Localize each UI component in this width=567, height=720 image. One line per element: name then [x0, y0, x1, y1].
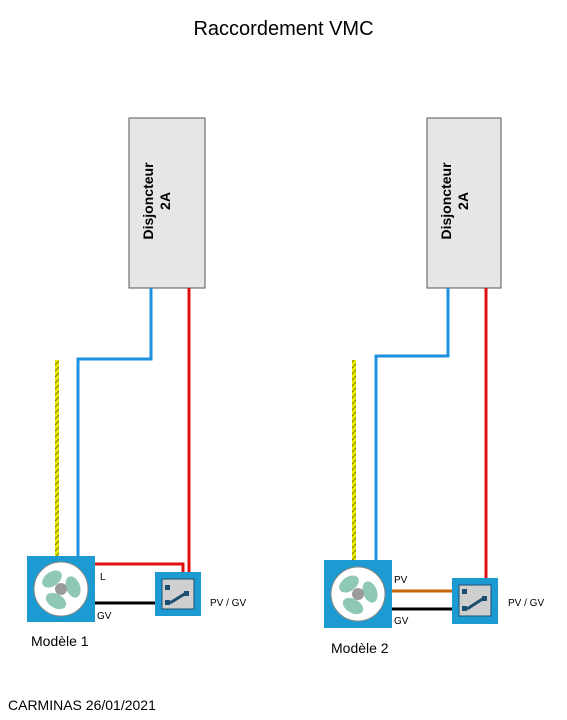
breaker-right-label-1: Disjoncteur	[438, 162, 454, 240]
wire-label-l: L	[100, 572, 106, 583]
wire-label-gv-left: GV	[97, 611, 112, 622]
footer-credit: CARMINAS 26/01/2021	[8, 697, 156, 713]
switch-left	[155, 572, 201, 616]
breaker-right: Disjoncteur 2A	[426, 117, 502, 289]
neutral-wire-right	[374, 288, 450, 560]
switch-label-right: PV / GV	[508, 598, 544, 609]
fan-unit-left	[27, 556, 95, 622]
breaker-left: Disjoncteur 2A	[128, 117, 206, 289]
wire-label-gv-right: GV	[394, 616, 409, 627]
breaker-left-label-1: Disjoncteur	[140, 162, 156, 240]
breaker-right-label-2: 2A	[455, 192, 471, 210]
fan-icon-left	[42, 570, 81, 610]
neutral-wire-left	[76, 288, 153, 556]
fan-icon-right	[339, 575, 378, 615]
model-1-label: Modèle 1	[31, 633, 89, 649]
breaker-left-label-2: 2A	[157, 192, 173, 210]
model-2-label: Modèle 2	[331, 640, 389, 656]
diagram-title: Raccordement VMC	[193, 18, 374, 40]
fan-unit-right	[324, 560, 392, 628]
wire-label-pv: PV	[394, 575, 408, 586]
switch-label-left: PV / GV	[210, 598, 246, 609]
switch-right	[452, 578, 498, 624]
